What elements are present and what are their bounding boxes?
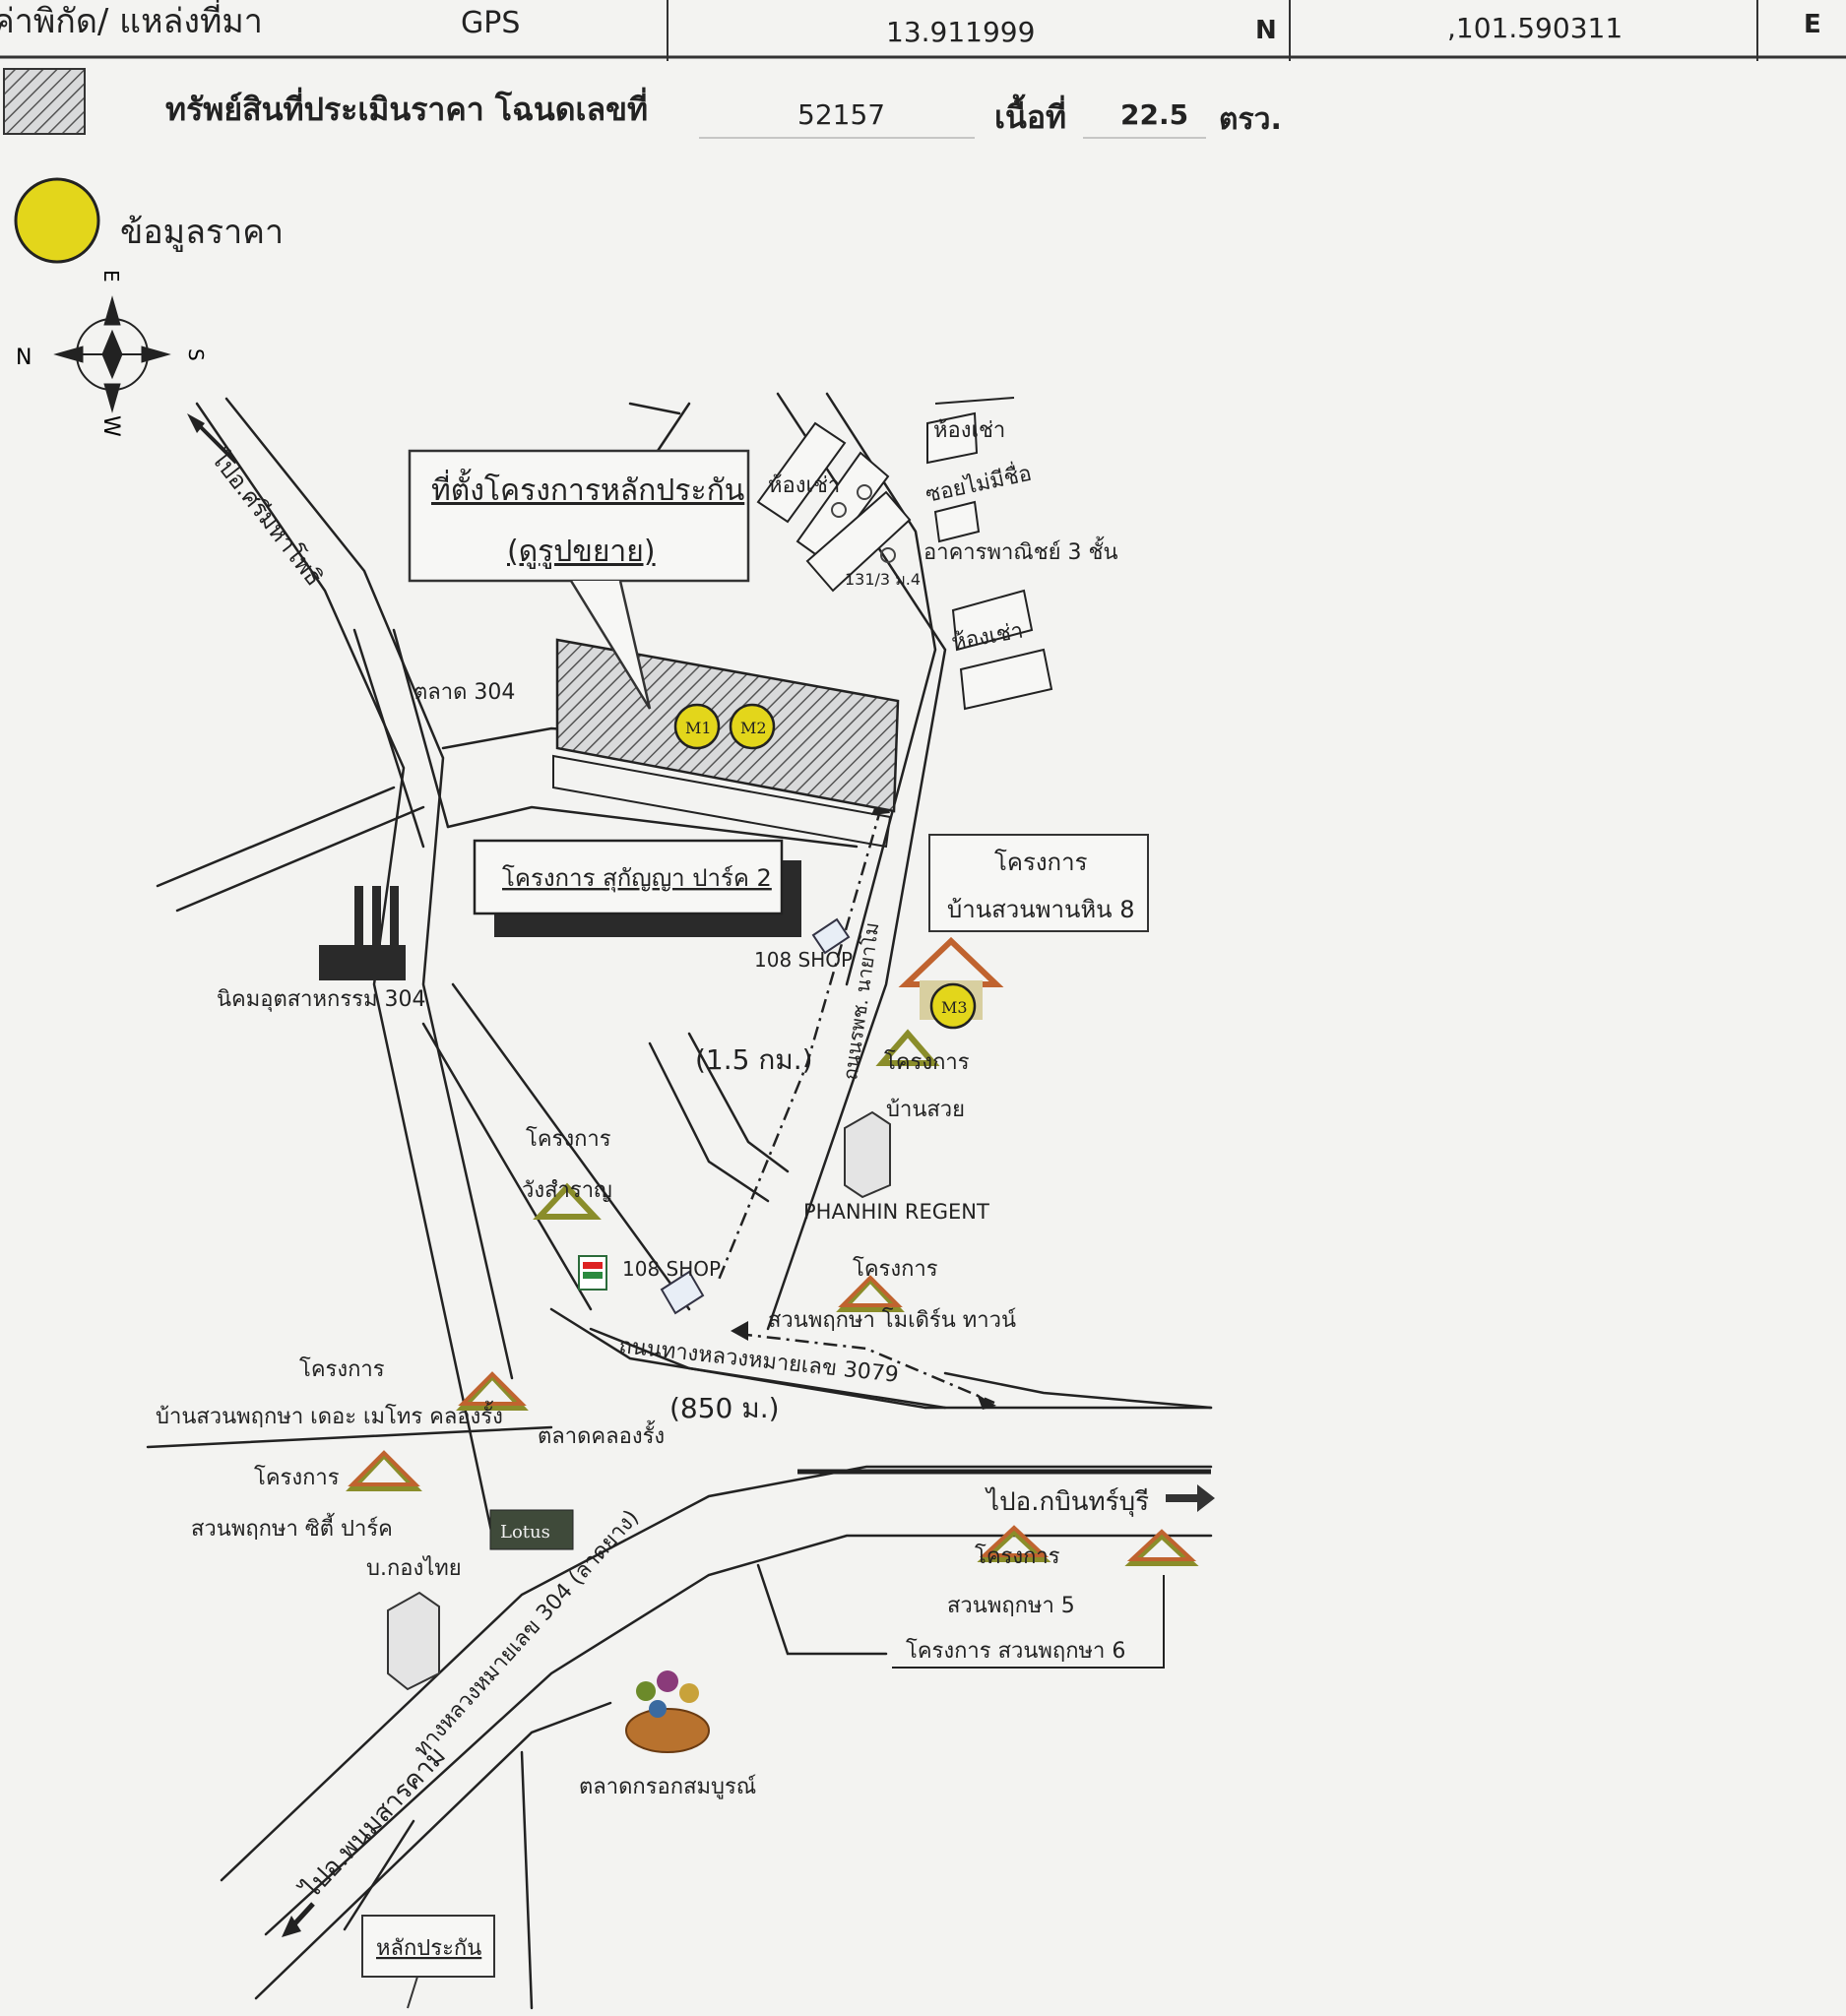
compass-icon	[53, 295, 171, 413]
label-suan5-1: โครงการ	[975, 1544, 1060, 1569]
area-value: 22.5	[1120, 98, 1189, 131]
appraised-label: ทรัพย์สินที่ประเมินราคา โฉนดเลขที่	[165, 91, 649, 128]
fruit-basket-icon	[625, 1670, 710, 1753]
label-baansuay-1: โครงการ	[884, 1049, 970, 1075]
label-108-shop-a: 108 SHOP	[754, 948, 853, 972]
latitude-unit: N	[1255, 16, 1277, 45]
svg-text:M2: M2	[740, 719, 767, 737]
deed-number: 52157	[797, 98, 886, 131]
price-marker-m2: M2	[729, 703, 776, 750]
suanphanhin-box	[928, 834, 1149, 932]
arrow-icon	[1166, 1484, 1215, 1512]
label-suan5-2: สวนพฤกษา 5	[947, 1594, 1075, 1618]
collateral-parcel	[555, 638, 900, 813]
route-arrow-icon	[731, 1321, 748, 1341]
suanphanhin-label-1: โครงการ	[994, 849, 1088, 876]
label-metro-2: บ้านสวนพฤกษา เดอะ เมโทร คลองรั้ง	[156, 1401, 503, 1429]
roads	[146, 392, 1213, 2010]
compass-n: N	[16, 346, 32, 370]
lotus-label: Lotus	[500, 1522, 550, 1543]
label-room-rent-2: ห้องเช่า	[933, 418, 1005, 443]
small-circles	[831, 484, 896, 563]
label-room-rent-1: ห้องเช่า	[768, 473, 840, 498]
compass-w: W	[98, 415, 123, 437]
suganya-park-box	[473, 839, 801, 937]
callout-title: ที่ตั้งโครงการหลักประกัน	[431, 469, 744, 508]
svg-text:M3: M3	[941, 998, 968, 1017]
label-unnamed-soi: ซอยไม่มีชื่อ	[923, 458, 1034, 508]
label-klongrang-market: ตลาดคลองรั้ง	[538, 1420, 665, 1449]
label-wansamran-1: โครงการ	[526, 1126, 611, 1152]
suan6-bracket	[892, 1575, 1165, 1669]
label-market-304: ตลาด 304	[414, 680, 515, 705]
house-icon	[346, 1029, 1199, 1566]
suganya-park-label: โครงการ สุกัญญา ปาร์ค 2	[502, 864, 772, 893]
label-to-sri-maha-phot: ไปอ.ศรีมหาโพธิ	[205, 444, 328, 592]
coord-source-label: ค่าพิกัด/ แหล่งที่มา	[0, 2, 263, 41]
svg-text:M1: M1	[685, 719, 712, 737]
label-distance-850m: (850 ม.)	[669, 1392, 780, 1424]
latitude-value: 13.911999	[886, 16, 1036, 48]
legend-price-marker-icon	[14, 177, 100, 264]
label-to-kabinburi: ไปอ.กบินทร์บุรี	[985, 1486, 1149, 1517]
longitude-value: ,101.590311	[1447, 12, 1623, 44]
rental-blocks	[756, 397, 1053, 711]
arrow-icon	[282, 1902, 315, 1937]
suanphanhin-label-2: บ้านสวนพานหิน 8	[947, 896, 1134, 923]
label-phanhin-regent: PHANHIN REGENT	[803, 1200, 989, 1224]
label-baansuay-2: บ้านสวย	[886, 1098, 965, 1122]
label-modern-town-2: สวนพฤกษา โมเดิร์น ทาวน์	[768, 1307, 1016, 1333]
label-krungthai: บ.กองไทย	[366, 1555, 462, 1581]
label-distance-1-5km: (1.5 กม.)	[695, 1043, 813, 1076]
area-label: เนื้อที่	[994, 98, 1067, 136]
price-info-label: ข้อมูลราคา	[120, 213, 285, 252]
label-to-phanom-sarakham: ไปอ.พนมสารคาม	[294, 1740, 452, 1906]
longitude-unit: E	[1804, 10, 1821, 39]
price-marker-m3: M3	[929, 982, 977, 1030]
label-modern-town-1: โครงการ	[853, 1256, 938, 1282]
label-108-shop-b: 108 SHOP	[622, 1257, 721, 1281]
lotus-icon	[489, 1509, 574, 1550]
label-house-no: 131/3 ม.4	[845, 570, 921, 589]
label-suan6: โครงการ สวนพฤกษา 6	[906, 1638, 1125, 1664]
route-arrow-icon	[977, 1394, 996, 1410]
label-commercial-bldg: อาคารพาณิชย์ 3 ชั้น	[923, 536, 1118, 565]
label-road-rpc: ถนนรพช. นายาโม	[838, 920, 883, 1081]
coord-source-value: GPS	[461, 6, 521, 40]
house-roof-accent	[348, 1275, 1197, 1561]
seven-eleven-icon	[578, 1255, 607, 1291]
route-line	[717, 806, 995, 1405]
area-unit: ตรว.	[1219, 102, 1282, 137]
price-marker-m1: M1	[673, 703, 721, 750]
label-metro-1: โครงการ	[299, 1356, 385, 1382]
factory-icon	[319, 886, 406, 980]
compass-s: S	[184, 348, 208, 361]
arrow-icon	[187, 413, 238, 465]
label-fresh-market: ตลาดกรอกสมบูรณ์	[579, 1775, 756, 1799]
shop-icon	[660, 917, 851, 1315]
label-collateral: หลักประกัน	[376, 1936, 481, 1961]
callout-box	[408, 449, 750, 710]
label-city-park-2: สวนพฤกษา ซิตี้ ปาร์ค	[191, 1513, 393, 1542]
header-rules	[0, 0, 1846, 139]
collateral-box	[361, 1915, 495, 2009]
legend-hatch-swatch	[3, 68, 86, 135]
parcel-strip	[552, 754, 892, 849]
label-city-park-1: โครงการ	[254, 1465, 340, 1490]
compass-e: E	[99, 270, 123, 283]
label-wansamran-2: วังสำราญ	[522, 1178, 612, 1203]
building-icon	[387, 1110, 891, 1691]
callout-subtitle: (ดูรูปขยาย)	[507, 535, 656, 569]
label-industrial-estate: นิคมอุตสาหกรรม 304	[217, 987, 425, 1012]
